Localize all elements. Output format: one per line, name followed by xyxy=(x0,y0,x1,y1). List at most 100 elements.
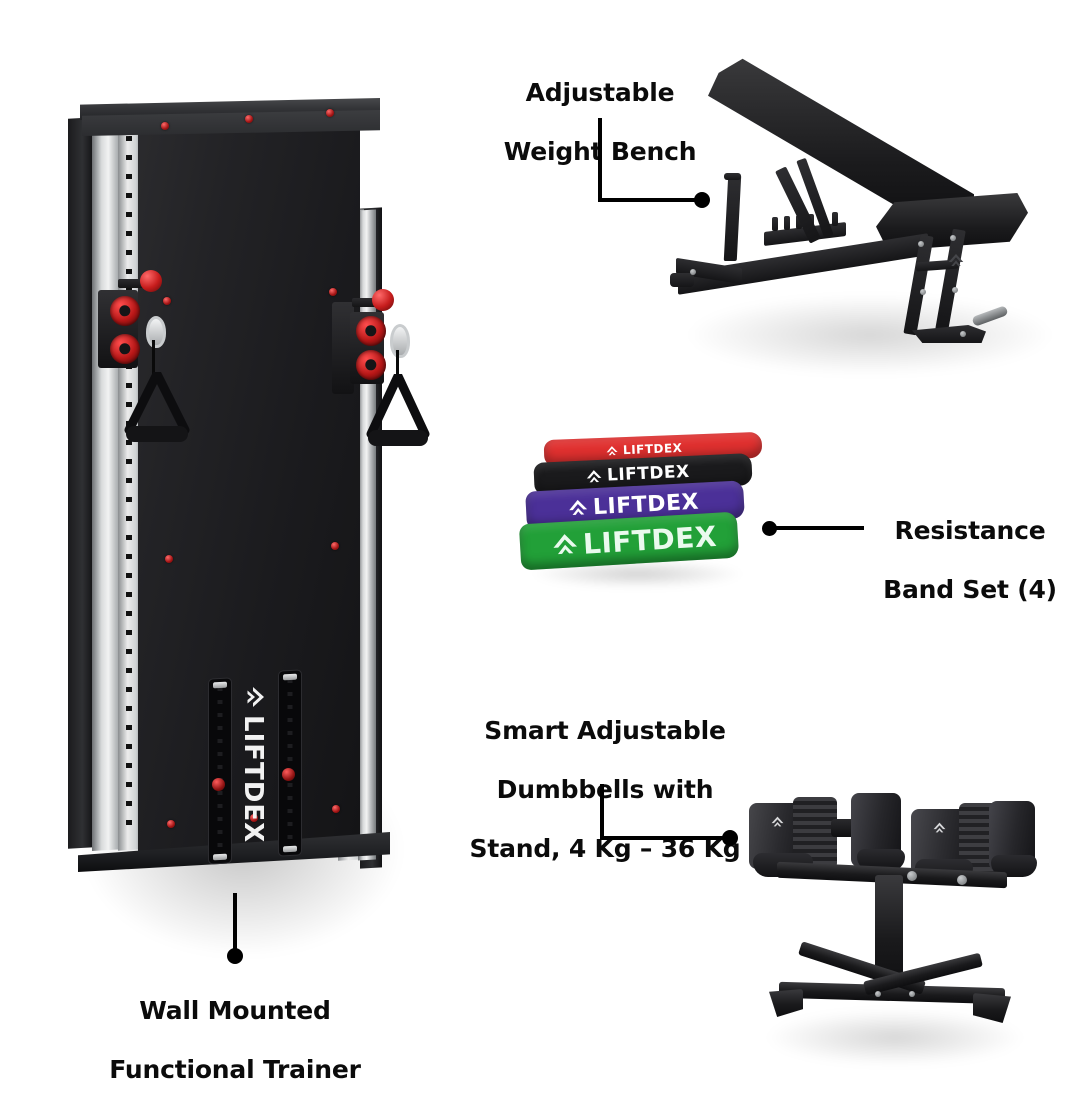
connector-bench-horizontal xyxy=(598,198,700,202)
bench-screw xyxy=(920,289,926,295)
product-adjustable-weight-bench xyxy=(660,45,1080,375)
bench-ladder-notch xyxy=(832,212,838,226)
label-adjustable-weight-bench: Adjustable Weight Bench xyxy=(450,48,750,196)
band-red: LIFTDEX xyxy=(543,431,763,467)
pulley-hub xyxy=(365,359,377,371)
band-purple: LIFTDEX xyxy=(525,480,745,530)
trainer-cable-right xyxy=(396,350,399,376)
slot-cap-bottom xyxy=(213,853,227,861)
trainer-weight-pin-right[interactable] xyxy=(282,768,295,781)
dumbbells-shadow xyxy=(765,1010,1025,1065)
connector-dumbbells-dot xyxy=(722,830,738,846)
pulley-hub xyxy=(119,343,131,355)
trainer-bolt xyxy=(326,109,334,117)
pulley-hub xyxy=(119,305,131,317)
trainer-weight-slot-left[interactable] xyxy=(208,677,232,865)
trainer-handle-left[interactable] xyxy=(120,372,194,450)
label-line: Smart Adjustable xyxy=(484,715,726,745)
trainer-bolt xyxy=(165,555,173,563)
trainer-rail-left-holes xyxy=(126,135,132,837)
trainer-bolt xyxy=(329,288,337,296)
product-wall-mounted-functional-trainer: LIFTDEX xyxy=(60,90,430,960)
trainer-bolt xyxy=(163,297,171,305)
connector-dumbbells-vertical xyxy=(600,784,604,840)
trainer-brand-text: LIFTDEX xyxy=(238,715,268,844)
connector-trainer-vertical xyxy=(233,893,237,953)
trainer-bolt xyxy=(167,820,175,828)
dumbbell-stand-screw xyxy=(909,991,915,997)
infographic-canvas: Adjustable Weight Bench Resistance Band … xyxy=(60,45,1080,1084)
trainer-carabiner-right[interactable] xyxy=(390,324,410,358)
band-brand-text: LIFTDEX xyxy=(622,440,683,458)
band-black: LIFTDEX xyxy=(533,453,753,495)
chevron-logo-icon xyxy=(238,686,268,708)
trainer-bolt xyxy=(250,814,258,822)
band-brand-purple: LIFTDEX xyxy=(567,489,700,521)
trainer-weight-slot-right[interactable] xyxy=(278,669,302,857)
bench-front-post-cap xyxy=(724,173,741,180)
trainer-carabiner-left[interactable] xyxy=(146,316,166,348)
band-green: LIFTDEX xyxy=(518,511,740,571)
trainer-knob-stem-left xyxy=(118,279,146,288)
slot-hole-track xyxy=(217,686,223,856)
band-brand-green: LIFTDEX xyxy=(551,519,718,562)
bench-chevron-logo-icon xyxy=(948,253,964,272)
label-smart-adjustable-dumbbells: Smart Adjustable Dumbbells with Stand, 4… xyxy=(455,686,755,893)
band-brand-red: LIFTDEX xyxy=(606,441,683,458)
trainer-bolt xyxy=(245,115,253,123)
trainer-upright-left xyxy=(68,117,94,849)
band-brand-text: LIFTDEX xyxy=(582,519,718,561)
dumbbell-left-logo-icon xyxy=(771,813,784,832)
label-line: Adjustable xyxy=(525,77,675,107)
trainer-rail-right xyxy=(358,209,376,861)
slot-cap-bottom xyxy=(283,845,297,853)
label-line: Band Set (4) xyxy=(883,574,1057,604)
trainer-pulley-carriage-right[interactable] xyxy=(332,302,354,394)
pulley-hub xyxy=(365,325,377,337)
bench-screw xyxy=(952,287,958,293)
connector-bands-horizontal xyxy=(772,526,864,530)
bench-ladder-notch xyxy=(784,216,790,230)
bench-front-foot-pad xyxy=(670,273,694,287)
dumbbell-right-logo-icon xyxy=(933,819,946,838)
trainer-weight-pin-left[interactable] xyxy=(212,778,225,791)
chevron-logo-icon xyxy=(586,469,602,482)
bench-screw xyxy=(960,331,966,337)
trainer-cable-left xyxy=(152,340,155,374)
trainer-front-panel xyxy=(138,112,360,854)
bench-screw xyxy=(950,235,956,241)
bench-screw xyxy=(690,269,696,275)
trainer-pulley-wheel-right-bottom xyxy=(356,350,386,380)
bench-rear-foot xyxy=(912,325,986,343)
trainer-brand-logo: LIFTDEX xyxy=(238,686,268,843)
band-brand-black: LIFTDEX xyxy=(586,461,691,487)
dumbbell-stand-screw xyxy=(875,991,881,997)
label-resistance-band-set: Resistance Band Set (4) xyxy=(860,486,1080,634)
trainer-pulley-wheel-left-top xyxy=(110,296,140,326)
bench-screw xyxy=(918,241,924,247)
chevron-logo-icon xyxy=(553,534,578,555)
connector-trainer-dot xyxy=(227,948,243,964)
product-resistance-band-set: LIFTDEX LIFTDEX LIFTDEX xyxy=(518,431,763,588)
chevron-logo-icon xyxy=(606,445,618,455)
label-line: Dumbbells with xyxy=(496,774,714,804)
trainer-pulley-wheel-right-top xyxy=(356,316,386,346)
label-wall-mounted-functional-trainer: Wall Mounted Functional Trainer xyxy=(85,966,385,1114)
label-line: Wall Mounted xyxy=(139,995,331,1025)
trainer-handle-right[interactable] xyxy=(362,374,434,454)
slot-cap-top xyxy=(213,681,227,689)
trainer-knob-stem-right xyxy=(352,298,378,307)
band-brand-text: LIFTDEX xyxy=(606,461,691,486)
product-smart-adjustable-dumbbells xyxy=(735,775,1055,1065)
trainer-adjust-knob-left[interactable] xyxy=(140,270,162,292)
trainer-bolt xyxy=(332,805,340,813)
dumbbell-stand-peg xyxy=(957,875,967,885)
label-line: Functional Trainer xyxy=(109,1054,361,1084)
label-line: Resistance xyxy=(894,515,1046,545)
bench-ladder-notch xyxy=(772,217,778,231)
trainer-adjust-knob-right[interactable] xyxy=(372,289,394,311)
slot-cap-top xyxy=(283,673,297,681)
trainer-bolt xyxy=(161,122,169,130)
label-line: Weight Bench xyxy=(503,136,697,166)
trainer-bolt xyxy=(331,542,339,550)
